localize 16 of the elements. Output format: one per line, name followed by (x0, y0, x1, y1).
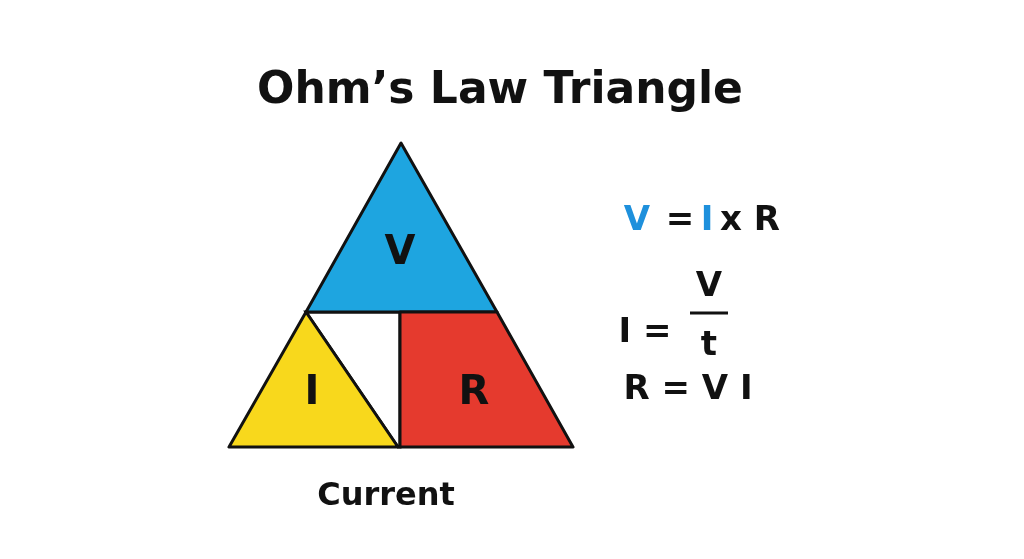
caption: Current (317, 478, 455, 510)
formula-text: x R (720, 201, 780, 235)
variable-letter: V (384, 230, 416, 270)
variable-letter: I (304, 370, 320, 410)
formula-text: I = (618, 313, 672, 347)
fraction-denominator: t (700, 326, 718, 360)
triangle-section (400, 312, 573, 447)
title: Ohm’s Law Triangle (257, 66, 743, 110)
equals-sign: = (665, 201, 695, 235)
formula-symbol: I (700, 201, 714, 235)
formula-symbol: V (623, 201, 651, 235)
variable-letter: R (458, 370, 490, 410)
formula-text: R = V I (623, 370, 753, 404)
fraction-numerator: V (695, 267, 723, 301)
triangle-section (229, 312, 398, 447)
triangle-section (306, 143, 497, 312)
